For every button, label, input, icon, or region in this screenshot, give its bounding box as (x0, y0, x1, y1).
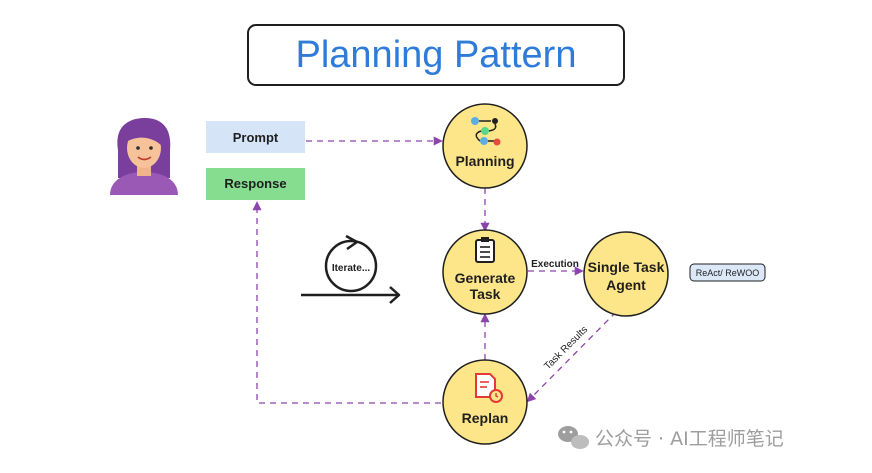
watermark: 公众号 · AI工程师笔记 (558, 426, 784, 450)
edge-replan-to-response (252, 201, 441, 404)
task-results-label: Task Results (542, 324, 590, 372)
execution-label: Execution (531, 259, 579, 270)
prompt-label: Prompt (233, 130, 279, 145)
prompt-box: Prompt (206, 121, 305, 153)
generate-task-label-line2: Task (470, 286, 501, 302)
page-title: Planning Pattern (296, 34, 577, 76)
generate-task-label-line1: Generate (455, 270, 516, 286)
node-planning: Planning (442, 103, 528, 189)
badge-label: ReAct/ ReWOO (696, 268, 760, 278)
watermark-text: 公众号 · AI工程师笔记 (595, 428, 784, 450)
node-generate-task: Generate Task (442, 229, 528, 315)
user-avatar (110, 118, 178, 195)
replan-document-icon (475, 373, 503, 403)
node-replan: Replan (442, 359, 528, 445)
workflow-icon (471, 117, 501, 146)
response-box: Response (206, 168, 305, 200)
node-single-task-agent: Single Task Agent (583, 231, 669, 317)
edges (252, 136, 617, 404)
edge-agent-to-replan (526, 311, 617, 403)
iterate-label: Iterate... (332, 263, 371, 274)
iterate-loop: Iterate... (301, 234, 401, 304)
clipboard-icon (475, 237, 495, 263)
planning-label: Planning (455, 153, 514, 169)
title-box: Planning Pattern (247, 24, 625, 86)
response-label: Response (224, 176, 286, 191)
single-task-label-line1: Single Task (588, 259, 665, 275)
wechat-icon (558, 426, 589, 449)
replan-label: Replan (462, 410, 509, 426)
react-rewoo-badge: ReAct/ ReWOO (689, 263, 766, 282)
single-task-label-line2: Agent (606, 277, 646, 293)
